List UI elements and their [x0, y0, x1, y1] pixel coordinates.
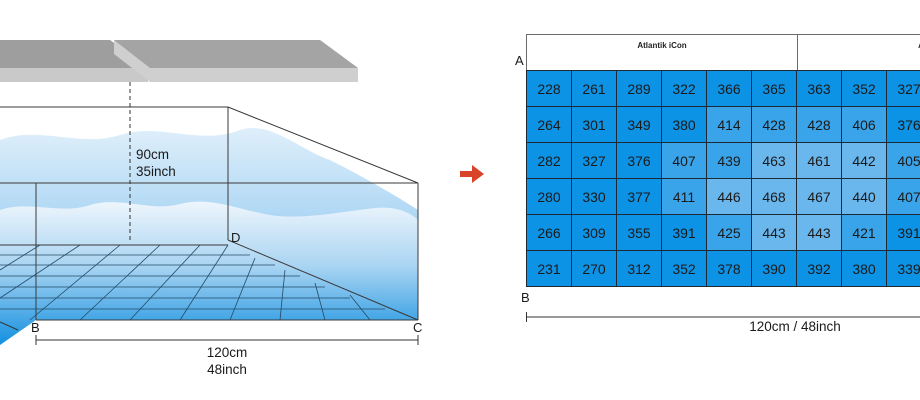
par-cell: 421	[842, 215, 887, 251]
par-cell: 377	[617, 179, 662, 215]
par-cell: 440	[842, 179, 887, 215]
pump-header-right-label: A	[911, 41, 920, 51]
par-cell: 366	[707, 71, 752, 107]
par-cell: 289	[617, 71, 662, 107]
light-fixture-left	[0, 40, 148, 82]
tank-width-label: 120cm 48inch	[187, 344, 267, 378]
par-cell: 339	[887, 251, 920, 287]
par-cell: 414	[707, 107, 752, 143]
par-cell: 280	[527, 179, 572, 215]
par-cell: 363	[797, 71, 842, 107]
grid-width-scale	[526, 312, 920, 322]
par-cell: 463	[752, 143, 797, 179]
par-cell: 301	[572, 107, 617, 143]
par-cell: 261	[572, 71, 617, 107]
tank-outline	[0, 106, 419, 321]
par-cell: 352	[842, 71, 887, 107]
par-cell: 467	[797, 179, 842, 215]
tank-height-label: 90cm 35inch	[136, 146, 176, 180]
par-cell: 428	[797, 107, 842, 143]
floor-grid	[0, 244, 385, 321]
par-cell: 443	[752, 215, 797, 251]
tank-corner-b: B	[31, 320, 40, 335]
par-cell: 405	[887, 143, 920, 179]
water-front	[0, 201, 418, 345]
par-cell: 322	[662, 71, 707, 107]
par-cell: 266	[527, 215, 572, 251]
grid-corner-b: B	[521, 290, 530, 305]
light-fixture-right	[114, 40, 358, 82]
grid-width-label: 120cm / 48inch	[749, 319, 841, 334]
par-cell: 446	[707, 179, 752, 215]
par-cell: 309	[572, 215, 617, 251]
par-cell: 228	[527, 71, 572, 107]
par-cell: 380	[842, 251, 887, 287]
par-cell: 425	[707, 215, 752, 251]
par-cell: 270	[572, 251, 617, 287]
par-cell: 439	[707, 143, 752, 179]
par-cell: 380	[662, 107, 707, 143]
par-cell: 411	[662, 179, 707, 215]
par-cell: 355	[617, 215, 662, 251]
par-cell: 406	[842, 107, 887, 143]
par-cell: 282	[527, 143, 572, 179]
par-cell: 461	[797, 143, 842, 179]
par-cell: 378	[707, 251, 752, 287]
par-cell: 327	[572, 143, 617, 179]
width-dimension-line	[35, 335, 419, 345]
tank-corner-d: D	[231, 230, 241, 245]
right-arrow-icon	[460, 165, 484, 183]
par-cell: 391	[662, 215, 707, 251]
par-cell: 312	[617, 251, 662, 287]
par-cell: 442	[842, 143, 887, 179]
par-cell: 352	[662, 251, 707, 287]
pump-header-left: Atlantik iCon	[526, 34, 797, 70]
par-cell: 428	[752, 107, 797, 143]
par-cell: 391	[887, 215, 920, 251]
par-cell: 407	[662, 143, 707, 179]
par-cell: 407	[887, 179, 920, 215]
depth-dimension-line	[0, 321, 19, 331]
par-cell: 390	[752, 251, 797, 287]
par-cell: 468	[752, 179, 797, 215]
tank-height-cm: 90cm	[136, 147, 170, 162]
par-cell: 365	[752, 71, 797, 107]
tank-width-inch: 48inch	[207, 362, 247, 377]
grid-corner-a: A	[515, 53, 524, 68]
tank-width-cm: 120cm	[206, 345, 248, 360]
par-cell: 327	[887, 71, 920, 107]
par-cell: 231	[527, 251, 572, 287]
tank-corner-c: C	[413, 320, 423, 335]
par-cell: 264	[527, 107, 572, 143]
par-cell: 392	[797, 251, 842, 287]
par-cell: 330	[572, 179, 617, 215]
tank-height-inch: 35inch	[136, 164, 176, 179]
pump-header-right: A	[797, 34, 920, 70]
par-cell: 443	[797, 215, 842, 251]
pump-header-left-label: Atlantik iCon	[637, 41, 687, 50]
par-cell: 376	[617, 143, 662, 179]
par-cell: 349	[617, 107, 662, 143]
aquarium-tank-illustration	[0, 40, 419, 345]
par-cell: 376	[887, 107, 920, 143]
